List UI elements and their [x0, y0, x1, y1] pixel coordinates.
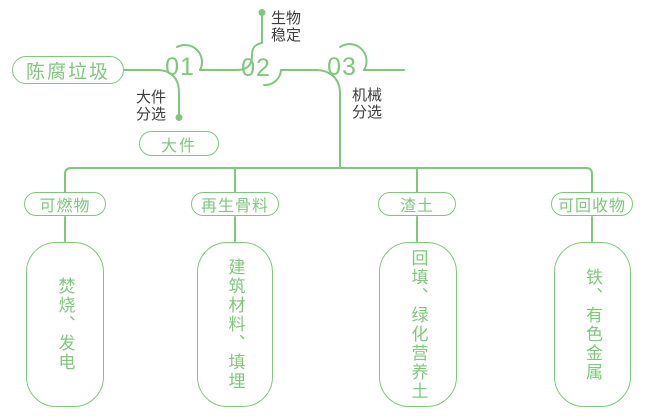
step2-number: 02 — [241, 54, 271, 82]
step3-process-label: 机械 分选 — [352, 87, 383, 121]
bulky-output-node: 大件 — [139, 131, 219, 156]
line-drop-to-bar — [314, 69, 341, 169]
branch2-treatment-text: 建筑材料、填埋 — [225, 258, 245, 391]
branch2-category-label: 再生骨料 — [200, 198, 269, 215]
step1-process-label: 大件 分选 — [136, 89, 167, 123]
branch3-category-node: 渣土 — [378, 192, 456, 216]
bulky-endpoint-dot — [175, 114, 183, 121]
step3-number: 03 — [327, 53, 357, 81]
distribution-bar — [64, 167, 593, 193]
source-label: 陈腐垃圾 — [25, 61, 110, 83]
arc-over-step1 — [176, 44, 203, 71]
branch1-category-node: 可燃物 — [24, 192, 106, 216]
branch4-treatment-text: 铁、有色金属 — [583, 267, 602, 382]
bulky-output-label: 大件 — [160, 137, 197, 155]
branch3-treatment-box: 回填、绿化营养土 — [379, 242, 457, 407]
branch4-category-node: 可回收物 — [551, 192, 633, 216]
bio-endpoint-dot — [258, 9, 266, 16]
branch3-category-label: 渣土 — [399, 198, 434, 215]
line-rise-to-bio — [236, 15, 263, 71]
arc-over-step3 — [339, 43, 368, 71]
branch1-treatment-text: 焚烧、发电 — [55, 277, 75, 372]
source-node: 陈腐垃圾 — [12, 56, 124, 84]
step2-process-label: 生物 稳定 — [271, 10, 302, 44]
branch3-treatment-text: 回填、绿化营养土 — [408, 248, 428, 401]
branch1-category-label: 可燃物 — [39, 198, 91, 215]
branch4-treatment-box: 铁、有色金属 — [554, 242, 631, 407]
branch4-category-label: 可回收物 — [557, 198, 626, 215]
arc-under-step2 — [263, 69, 282, 87]
step1-number: 01 — [165, 53, 195, 81]
branch1-treatment-box: 焚烧、发电 — [26, 242, 104, 407]
branch2-category-node: 再生骨料 — [191, 192, 279, 216]
branch2-treatment-box: 建筑材料、填埋 — [197, 242, 273, 407]
line-source-to-step1 — [123, 69, 180, 115]
